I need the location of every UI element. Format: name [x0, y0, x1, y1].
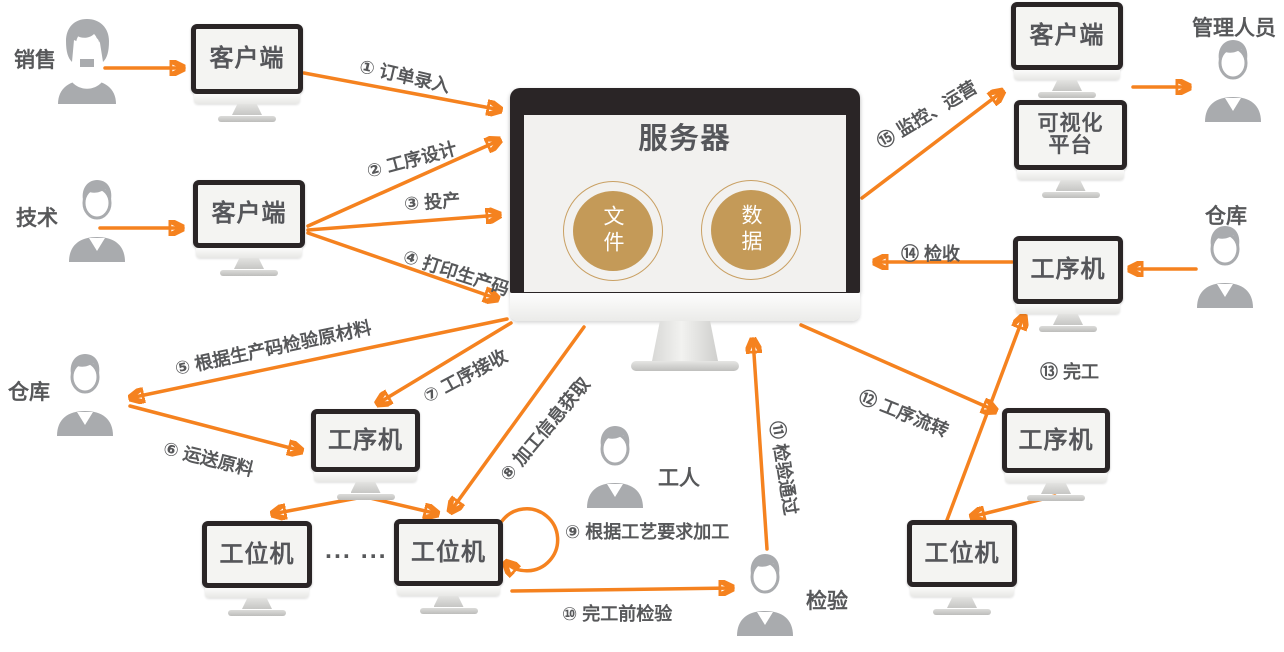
- warehouse-right-label: 仓库: [1205, 205, 1247, 228]
- tech-label: 技术: [16, 207, 58, 230]
- server-title: 服务器: [638, 123, 732, 155]
- process-machine-right: 工序机: [1013, 236, 1123, 332]
- flow-label-transport-materials: ⑥ 运送原料: [161, 438, 256, 480]
- viz-label-line1: 可视化: [1037, 111, 1104, 135]
- arrow-production: [306, 215, 500, 232]
- process-machine-right-label: 工序机: [1030, 256, 1106, 284]
- flow-label-inspection-pass: ⑪ 检验通过: [766, 419, 801, 517]
- server-screen: 服务器 文件 数据: [524, 115, 846, 292]
- flow-label-process-per-craft: ⑨ 根据工艺要求加工: [565, 522, 730, 542]
- client-monitor-manager: 客户端: [1011, 2, 1123, 98]
- warehouse-left-person-icon: [48, 348, 122, 436]
- visualization-platform-monitor: 可视化 平台: [1014, 100, 1127, 198]
- flow-label-pre-inspection: ⑩ 完工前检验: [562, 604, 673, 624]
- sales-person-icon: [50, 16, 124, 104]
- server-base: [631, 361, 739, 371]
- flow-label-process-design: ② 工序设计: [364, 138, 459, 182]
- station-machine-3-label: 工位机: [924, 539, 1000, 567]
- station-machine-2-label: 工位机: [411, 538, 486, 566]
- process-machine-lower: 工序机: [1002, 408, 1110, 501]
- worker-label: 工人: [658, 467, 700, 490]
- inspector-label: 检验: [806, 590, 848, 613]
- flow-label-print-code: ④ 打印生产码: [400, 246, 512, 300]
- flow-label-acceptance: ⑭ 检收: [901, 244, 961, 264]
- flow-label-process-flow: ⑫ 工序流转: [855, 386, 952, 441]
- flow-label-order-entry: ① 订单录入: [357, 56, 452, 97]
- inspector-person-icon: [728, 548, 802, 636]
- client-monitor-tech: 客户端: [193, 180, 305, 276]
- client-monitor-sales: 客户端: [191, 24, 303, 122]
- server-neck: [652, 321, 718, 361]
- worker-person-icon: [578, 420, 652, 508]
- station-machine-1-label: 工位机: [219, 540, 295, 568]
- client-monitor-tech-label: 客户端: [211, 200, 287, 228]
- tech-person-icon: [60, 174, 134, 262]
- manager-person-icon: [1196, 34, 1270, 122]
- station-machine-3: 工位机: [907, 520, 1017, 615]
- file-store-label: 文件: [601, 205, 625, 257]
- flow-label-complete: ⑬ 完工: [1040, 362, 1100, 382]
- warehouse-right-person-icon: [1188, 220, 1262, 308]
- server-chin: [510, 293, 860, 321]
- warehouse-left-label: 仓库: [8, 381, 50, 404]
- data-store-circle: 数据: [701, 180, 801, 280]
- viz-label-line2: 平台: [1048, 134, 1093, 157]
- arrow-self-process-loop: [502, 507, 560, 571]
- process-machine-left: 工序机: [311, 409, 420, 500]
- process-machine-lower-label: 工序机: [1018, 426, 1094, 454]
- flow-label-check-materials: ⑤ 根据生产码检验原材料: [173, 317, 374, 379]
- flow-label-production: ③ 投产: [403, 190, 461, 214]
- more-stations-ellipsis: ... ...: [325, 536, 388, 564]
- server-monitor: 服务器 文件 数据: [510, 88, 860, 371]
- visualization-platform-label: 可视化 平台: [1037, 111, 1104, 157]
- file-store-circle: 文件: [563, 181, 663, 281]
- station-machine-2: 工位机: [394, 519, 503, 614]
- arrow-transport-materials: [128, 404, 302, 451]
- station-machine-1: 工位机: [202, 521, 312, 616]
- server-frame: 服务器 文件 数据: [510, 88, 860, 293]
- client-monitor-manager-label: 客户端: [1029, 22, 1105, 50]
- manager-label: 管理人员: [1192, 17, 1276, 40]
- sales-label: 销售: [14, 49, 56, 72]
- process-machine-left-label: 工序机: [328, 426, 403, 454]
- data-store-label: 数据: [739, 204, 763, 256]
- arrow-pre-inspection: [510, 588, 735, 591]
- client-monitor-sales-label: 客户端: [209, 45, 285, 73]
- flow-label-monitor-ops: ⑮ 监控、运营: [873, 77, 981, 153]
- flow-label-process-receive: ⑦ 工序接收: [419, 345, 511, 407]
